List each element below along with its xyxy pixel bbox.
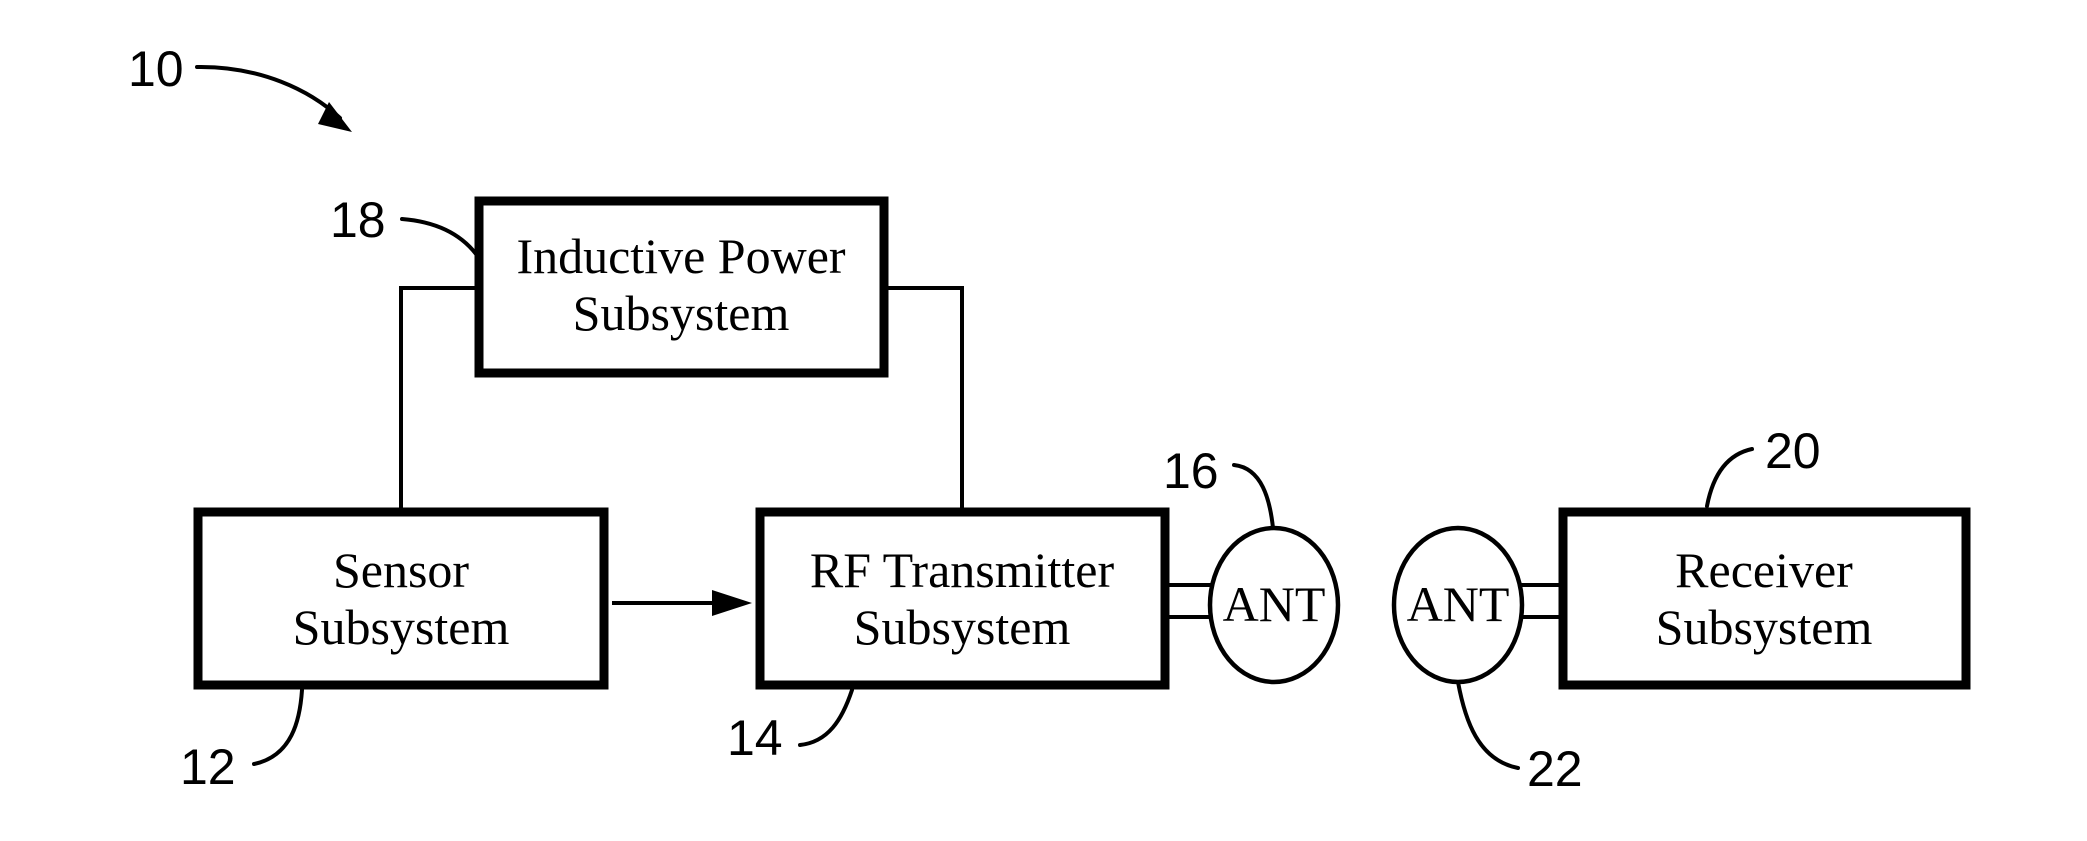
ref-20: 20 — [1707, 423, 1821, 506]
wire-power-to-rf — [888, 288, 962, 508]
antenna-label: ANT — [1223, 576, 1326, 632]
block-label-line1: Inductive Power — [516, 228, 845, 284]
wire-power-to-sensor — [401, 288, 475, 508]
leader-line-22 — [1458, 682, 1518, 768]
block-label-line2: Subsystem — [854, 599, 1071, 655]
block-label-line2: Subsystem — [573, 285, 790, 341]
figure-reference-10: 10 — [128, 41, 352, 132]
ref-14: 14 — [727, 690, 852, 766]
figure-leader-arrow — [197, 67, 340, 118]
ref-22: 22 — [1458, 682, 1583, 797]
antenna-receive: ANT — [1394, 528, 1522, 682]
antenna-transmit: ANT — [1210, 528, 1338, 682]
ref-label-16: 16 — [1163, 443, 1219, 499]
block-label-line1: Receiver — [1675, 542, 1853, 598]
block-rf-transmitter: RF Transmitter Subsystem — [760, 512, 1165, 685]
ref-label-22: 22 — [1527, 741, 1583, 797]
ref-18: 18 — [330, 192, 476, 254]
ref-16: 16 — [1163, 443, 1273, 528]
block-label-line1: RF Transmitter — [810, 542, 1115, 598]
leader-line-18 — [402, 219, 476, 254]
ref-label-10: 10 — [128, 41, 184, 97]
arrowhead-icon — [712, 590, 752, 616]
leader-line-14 — [800, 690, 852, 745]
antenna-label: ANT — [1407, 576, 1510, 632]
block-label-line2: Subsystem — [1656, 599, 1873, 655]
block-inductive-power: Inductive Power Subsystem — [479, 201, 884, 373]
leader-line-12 — [254, 690, 302, 764]
ref-label-14: 14 — [727, 710, 783, 766]
ref-label-18: 18 — [330, 192, 386, 248]
ref-label-20: 20 — [1765, 423, 1821, 479]
ref-12: 12 — [180, 690, 302, 795]
block-sensor: Sensor Subsystem — [198, 512, 604, 685]
leader-line-20 — [1707, 449, 1752, 506]
block-label-line2: Subsystem — [293, 599, 510, 655]
block-label-line1: Sensor — [333, 542, 469, 598]
leader-line-16 — [1234, 465, 1273, 528]
ref-label-12: 12 — [180, 739, 236, 795]
block-receiver: Receiver Subsystem — [1563, 512, 1966, 685]
